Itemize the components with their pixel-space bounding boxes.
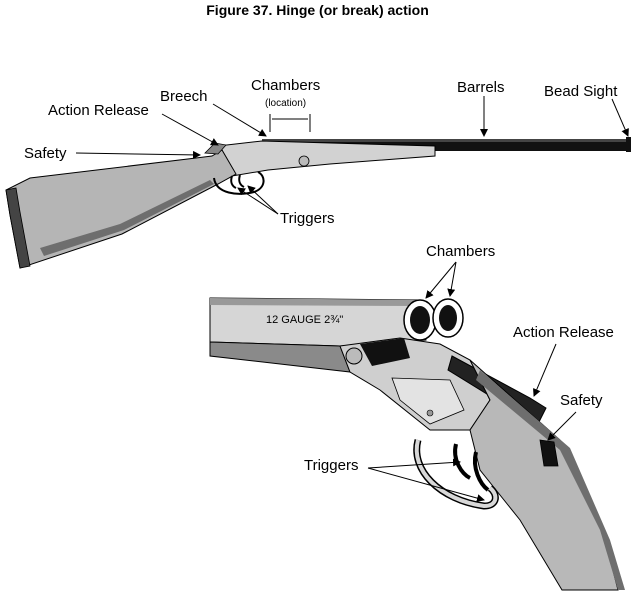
label-breech: Breech: [160, 88, 208, 105]
label-chambers-detail: Chambers: [426, 243, 495, 260]
label-bead-sight: Bead Sight: [544, 83, 618, 100]
label-triggers-detail: Triggers: [304, 457, 358, 474]
chambers-illustration: [403, 298, 464, 341]
label-triggers: Triggers: [280, 210, 334, 227]
label-safety: Safety: [24, 145, 67, 162]
top-view-leaders: [75, 96, 629, 215]
figure-title: Figure 37. Hinge (or break) action: [206, 2, 429, 18]
detail-view-leaders: [367, 261, 577, 502]
barrel-gauge-marking: 12 GAUGE 2¾": [266, 314, 343, 326]
stock-illustration: [5, 149, 237, 269]
receiver-screw-icon: [298, 155, 310, 167]
label-chambers-location: (location): [265, 98, 306, 109]
label-action-release: Action Release: [48, 102, 149, 119]
label-chambers: Chambers: [251, 77, 320, 94]
safety-slide-illustration: [539, 439, 559, 467]
label-action-release-detail: Action Release: [513, 324, 614, 341]
forearm-illustration: [209, 341, 351, 373]
label-safety-detail: Safety: [560, 392, 603, 409]
safety-tang-illustration: [204, 142, 227, 155]
shotgun-open-action-detail: [209, 297, 625, 591]
receiver-illustration: [213, 140, 436, 177]
label-barrels: Barrels: [457, 79, 505, 96]
shotgun-side-view: [5, 137, 631, 269]
